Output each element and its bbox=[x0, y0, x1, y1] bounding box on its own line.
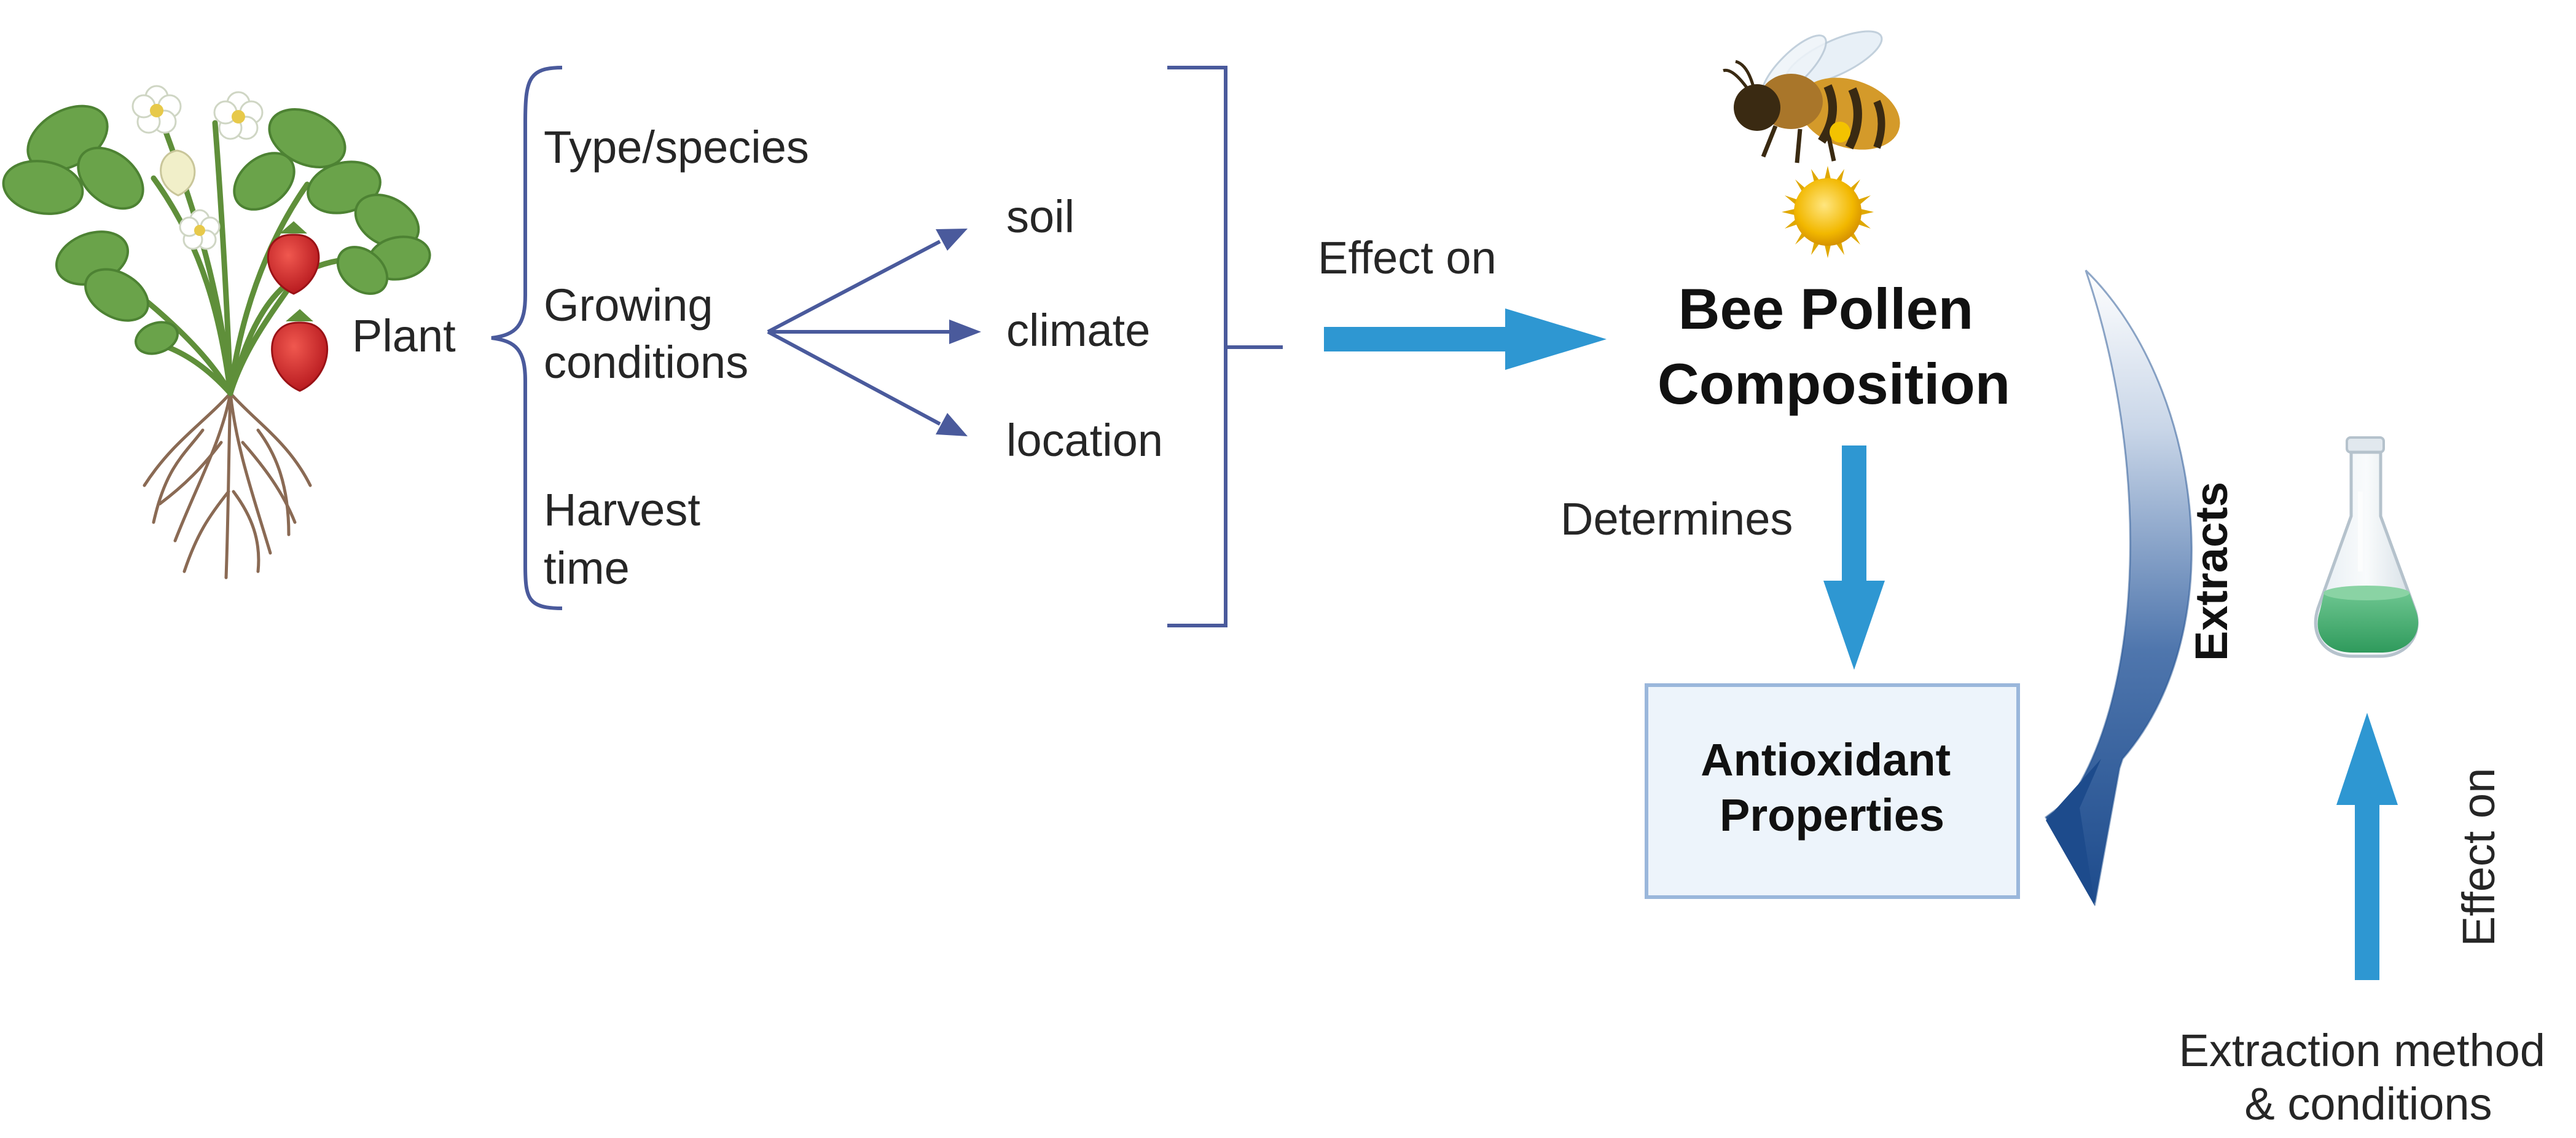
flask-icon bbox=[2314, 436, 2419, 658]
condition-arrows bbox=[767, 229, 981, 436]
extraction-method-label: Extraction method & conditions bbox=[2179, 1025, 2558, 1129]
bee-icon bbox=[1723, 30, 1900, 163]
growing-conditions-line1: Growing bbox=[544, 280, 713, 331]
extracts-label: Extracts bbox=[2186, 482, 2237, 661]
bee-pollen-line1: Bee Pollen bbox=[1678, 277, 1974, 341]
harvest-time-line2: time bbox=[544, 543, 630, 594]
harvest-time-label: Harvest time bbox=[544, 484, 713, 594]
type-species-label: Type/species bbox=[544, 122, 809, 173]
effect-on-top-label: Effect on bbox=[1318, 232, 1497, 283]
growing-conditions-label: Growing conditions bbox=[544, 280, 748, 388]
harvest-time-line1: Harvest bbox=[544, 484, 700, 535]
plant-label: Plant bbox=[352, 310, 456, 361]
curved-arrow-extracts bbox=[2045, 269, 2193, 906]
left-curly-brace bbox=[491, 66, 563, 610]
antioxidant-properties-box bbox=[1645, 683, 2020, 899]
determines-label: Determines bbox=[1560, 493, 1793, 544]
condition-location: location bbox=[1006, 415, 1163, 466]
antioxidant-line1: Antioxidant bbox=[1701, 734, 1951, 785]
determines-arrow-down bbox=[1823, 445, 1885, 670]
growing-conditions-line2: conditions bbox=[544, 337, 748, 388]
right-square-bracket bbox=[1167, 66, 1283, 627]
antioxidant-line2: Properties bbox=[1720, 790, 1944, 841]
bee-pollen-composition-label: Bee Pollen Composition bbox=[1658, 277, 2010, 416]
strawberry-plant-icon bbox=[2, 85, 431, 579]
extraction-line1: Extraction method bbox=[2179, 1025, 2545, 1076]
condition-soil: soil bbox=[1006, 191, 1075, 242]
effect-arrow-right bbox=[1324, 308, 1607, 370]
bee-pollen-line2: Composition bbox=[1658, 351, 2010, 416]
extraction-line2: & conditions bbox=[2244, 1078, 2492, 1129]
antioxidant-properties-label: Antioxidant Properties bbox=[1701, 734, 1963, 841]
condition-climate: climate bbox=[1006, 305, 1150, 356]
effect-on-side-label: Effect on bbox=[2453, 768, 2504, 947]
pollen-grain-icon bbox=[1782, 166, 1874, 258]
extraction-effect-arrow-up bbox=[2336, 713, 2398, 980]
